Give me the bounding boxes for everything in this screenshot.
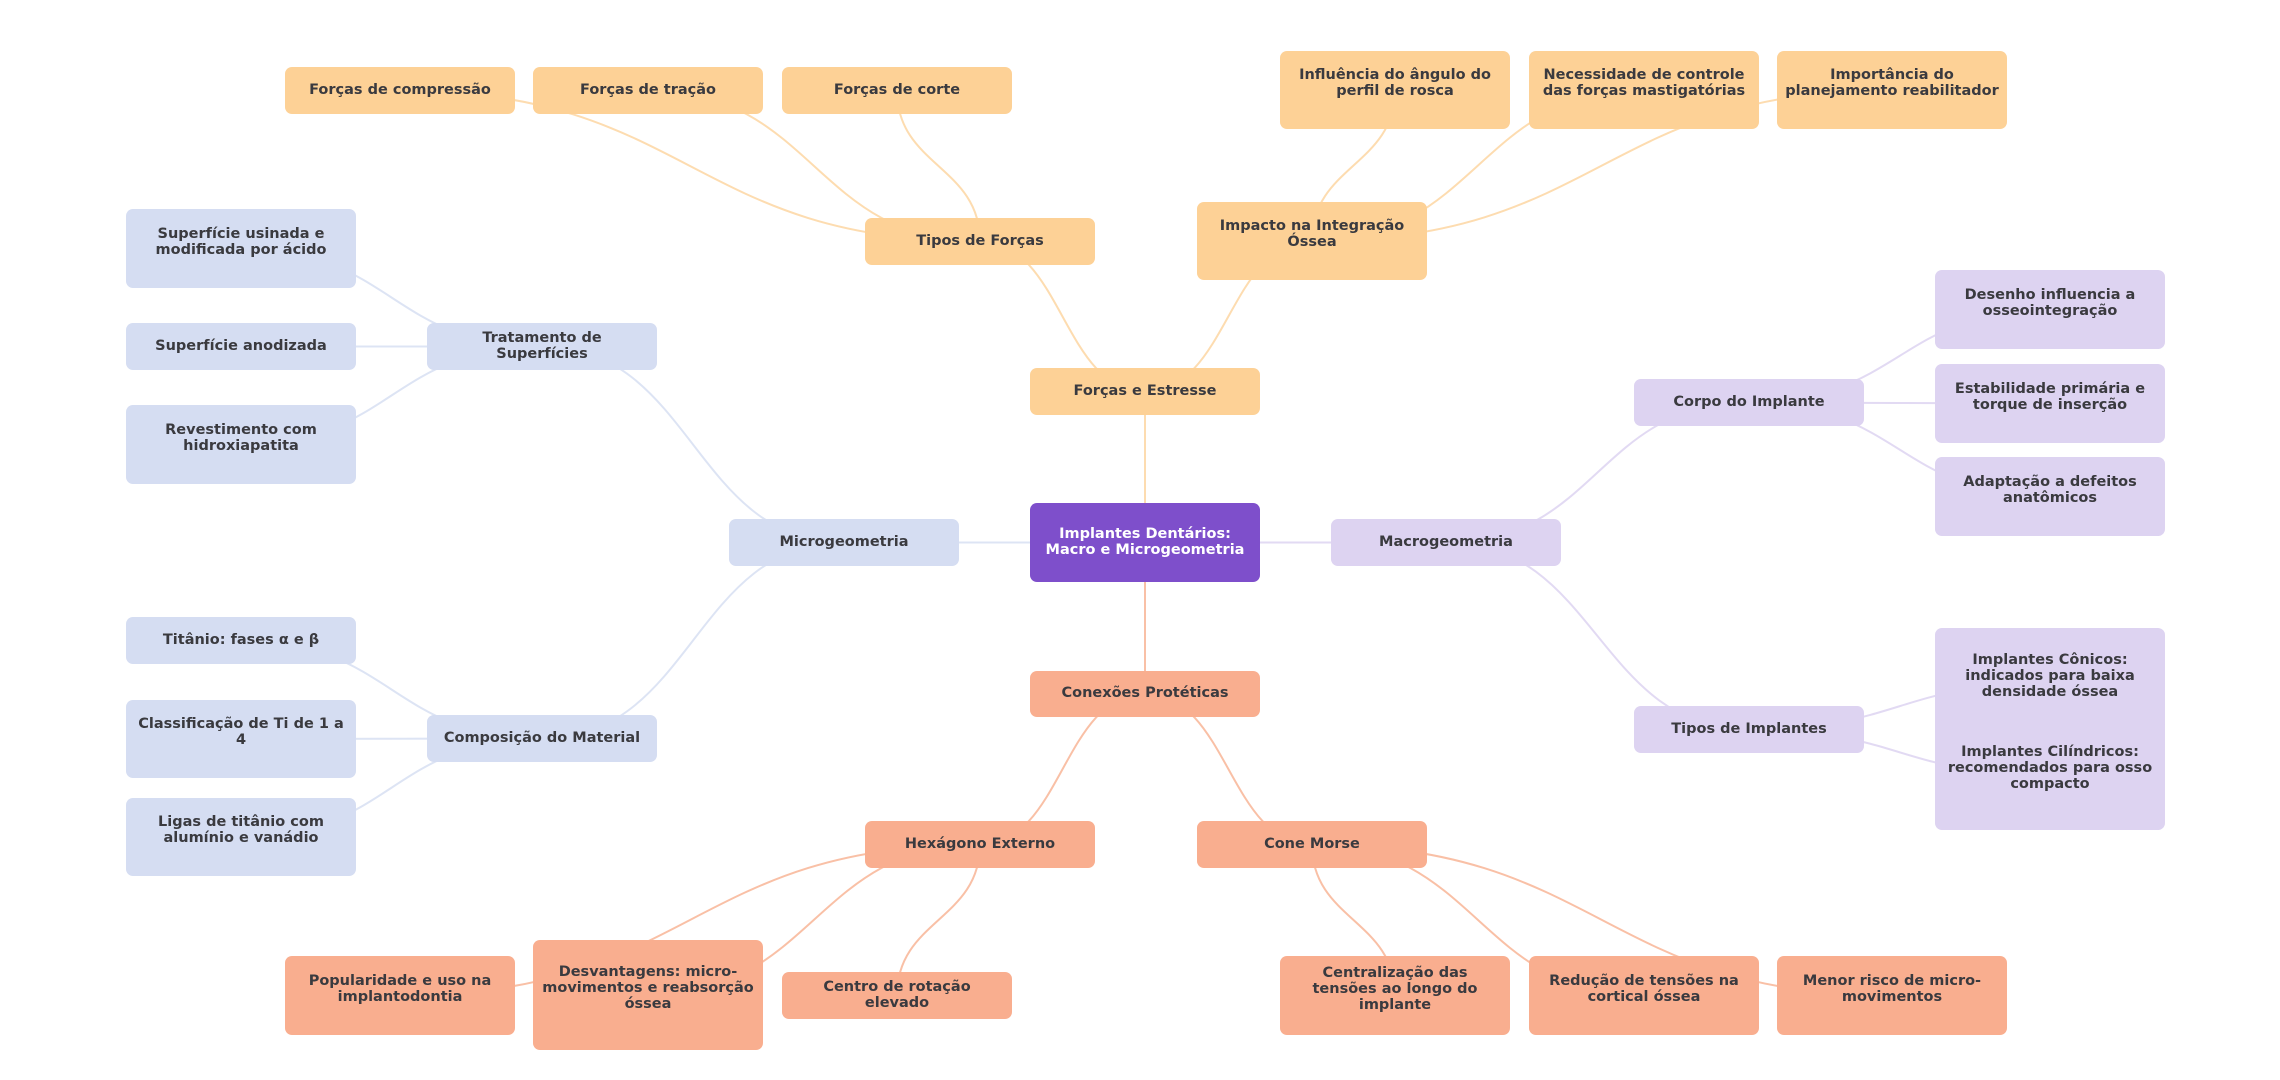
node-label: Desenho influencia a osseointegração: [1964, 286, 2136, 319]
node-label: Centro de rotação elevado: [823, 978, 971, 1011]
node-label: Forças de corte: [833, 81, 961, 98]
node-importancia-planejamento[interactable]: Importância do planejamento reabilitador: [1777, 51, 2007, 129]
node-label: Centralização das tensões ao longo do im…: [1312, 964, 1478, 1013]
node-label: Impacto na Integração Óssea: [1219, 218, 1405, 250]
node-popularidade[interactable]: Popularidade e uso na implantodontia: [285, 956, 515, 1035]
node-label: Hexágono Externo: [904, 835, 1056, 852]
node-influencia-angulo[interactable]: Influência do ângulo do perfil de rosca: [1280, 51, 1510, 129]
node-hexagono-externo[interactable]: Hexágono Externo: [865, 821, 1095, 868]
node-label: Influência do ângulo do perfil de rosca: [1299, 67, 1491, 99]
root-node[interactable]: Implantes Dentários: Macro e Microgeomet…: [1030, 503, 1260, 582]
node-forcas-compressao[interactable]: Forças de compressão: [285, 67, 515, 114]
node-cone-morse[interactable]: Cone Morse: [1197, 821, 1427, 868]
node-forcas-tracao[interactable]: Forças de tração: [533, 67, 763, 114]
node-desenho-influencia[interactable]: Desenho influencia a osseointegração: [1935, 270, 2165, 349]
connector-macrogeometria-tipos_implantes: [1445, 541, 1750, 731]
node-label: Tipos de Forças: [916, 232, 1044, 249]
node-conexoes-proteticas[interactable]: Conexões Protéticas: [1030, 671, 1260, 717]
node-menor-risco[interactable]: Menor risco de micro-movimentos: [1777, 956, 2007, 1035]
node-forcas-corte[interactable]: Forças de corte: [782, 67, 1012, 114]
node-label: Macrogeometria: [1379, 533, 1513, 550]
node-tipos-forcas[interactable]: Tipos de Forças: [865, 218, 1095, 265]
node-necessidade-controle[interactable]: Necessidade de controle das forças masti…: [1529, 51, 1759, 129]
node-microgeometria[interactable]: Microgeometria: [729, 519, 959, 566]
node-label: Conexões Protéticas: [1061, 685, 1229, 701]
node-label: Ligas de titânio com alumínio e vanádio: [158, 814, 324, 846]
node-label: Microgeometria: [779, 533, 909, 550]
node-superficie-anodizada[interactable]: Superfície anodizada: [126, 323, 356, 370]
node-corpo-implante[interactable]: Corpo do Implante: [1634, 379, 1864, 426]
node-label: Necessidade de controle das forças masti…: [1542, 67, 1746, 99]
node-label: Superfície anodizada: [155, 337, 327, 354]
node-label: Desvantagens: micro-movimentos e reabsor…: [542, 964, 754, 1012]
node-implantes-cilindricos[interactable]: Implantes Cilíndricos: recomendados para…: [1935, 720, 2165, 830]
node-label: Cone Morse: [1264, 835, 1360, 852]
node-label: Forças de compressão: [309, 81, 491, 98]
node-implantes-conicos[interactable]: Implantes Cônicos: indicados para baixa …: [1935, 628, 2165, 738]
node-label: Implantes Cilíndricos: recomendados para…: [1947, 744, 2153, 792]
node-superficie-usinada[interactable]: Superfície usinada e modificada por ácid…: [126, 209, 356, 288]
node-centro-rotacao[interactable]: Centro de rotação elevado: [782, 972, 1012, 1019]
node-label: Classificação de Ti de 1 a 4: [138, 716, 344, 748]
node-desvantagens[interactable]: Desvantagens: micro-movimentos e reabsor…: [533, 940, 763, 1050]
node-label: Forças de tração: [580, 81, 716, 98]
node-label: Popularidade e uso na implantodontia: [308, 972, 492, 1005]
node-label: Revestimento com hidroxiapatita: [165, 421, 317, 454]
node-reducao-tensoes[interactable]: Redução de tensões na cortical óssea: [1529, 956, 1759, 1035]
connector-hexagono_externo-centro_rotacao: [896, 844, 981, 996]
connector-microgeometria-tratamento_superficies: [541, 345, 845, 544]
node-composicao-material[interactable]: Composição do Material: [427, 715, 657, 762]
node-classificacao-ti[interactable]: Classificação de Ti de 1 a 4: [126, 700, 356, 778]
node-label: Composição do Material: [443, 729, 641, 746]
node-label: Menor risco de micro-movimentos: [1802, 972, 1982, 1005]
node-forcas-estresse[interactable]: Forças e Estresse: [1030, 368, 1260, 415]
node-label: Titânio: fases α e β: [162, 631, 320, 648]
node-label: Importância do planejamento reabilitador: [1785, 67, 1999, 99]
node-label: Forças e Estresse: [1073, 382, 1217, 399]
node-revestimento-hidroxiapatita[interactable]: Revestimento com hidroxiapatita: [126, 405, 356, 484]
node-label: Redução de tensões na cortical óssea: [1549, 972, 1739, 1005]
node-label: Implantes Cônicos: indicados para baixa …: [1965, 652, 2135, 700]
node-label: Tipos de Implantes: [1671, 720, 1827, 737]
node-tipos-implantes[interactable]: Tipos de Implantes: [1634, 706, 1864, 753]
connector-microgeometria-composicao_material: [541, 541, 845, 740]
node-tratamento-superficies[interactable]: Tratamento de Superfícies: [427, 323, 657, 370]
node-label: Corpo do Implante: [1673, 393, 1825, 410]
node-adaptacao-defeitos[interactable]: Adaptação a defeitos anatômicos: [1935, 457, 2165, 536]
node-centralizacao-tensoes[interactable]: Centralização das tensões ao longo do im…: [1280, 956, 1510, 1035]
node-ligas-titanio[interactable]: Ligas de titânio com alumínio e vanádio: [126, 798, 356, 876]
node-titanio-fases[interactable]: Titânio: fases α e β: [126, 617, 356, 664]
root-node-label: Implantes Dentários: Macro e Microgeomet…: [1045, 525, 1245, 558]
node-label: Adaptação a defeitos anatômicos: [1963, 473, 2137, 506]
node-label: Tratamento de Superfícies: [482, 329, 602, 362]
node-label: Estabilidade primária e torque de inserç…: [1954, 380, 2146, 413]
node-label: Superfície usinada e modificada por ácid…: [155, 225, 327, 258]
node-impacto-integracao[interactable]: Impacto na Integração Óssea: [1197, 202, 1427, 280]
node-estabilidade-primaria[interactable]: Estabilidade primária e torque de inserç…: [1935, 364, 2165, 443]
connector-tipos_forcas-forcas_corte: [896, 90, 981, 242]
node-macrogeometria[interactable]: Macrogeometria: [1331, 519, 1561, 566]
